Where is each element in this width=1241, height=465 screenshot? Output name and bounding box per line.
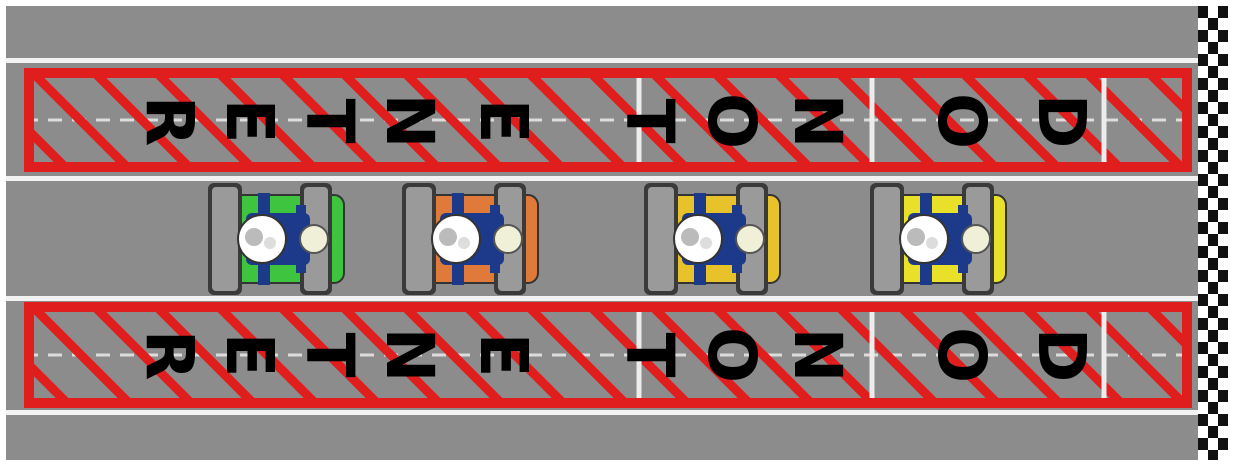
lane-line-top [6,58,1198,63]
lower-no-entry-zone: D O N O T E N T E R [24,302,1192,408]
upper-letter-e1: E [470,86,536,156]
lower-letter-e1: E [470,320,536,390]
lower-letter-o1: O [928,320,994,390]
lower-letter-r: R [136,320,202,390]
upper-letter-r: R [136,86,202,156]
yellow-kart-icon [866,183,1016,295]
green-kart-icon [204,183,354,295]
green-kart[interactable] [204,183,354,295]
checkered-finish-line [1198,6,1228,460]
lower-letter-t2: T [296,320,362,390]
lane-line-lower-mid [6,296,1198,301]
lane-line-upper-mid [6,176,1198,181]
orange-kart-icon [398,183,548,295]
lane-line-bottom [6,410,1198,415]
upper-letter-t2: T [296,86,362,156]
upper-banner-text: D O N O T E N T E R [24,68,1192,172]
upper-letter-t1: T [616,86,682,156]
lower-letter-n1: N [784,320,850,390]
orange-kart[interactable] [398,183,548,295]
upper-no-entry-zone: D O N O T E N T E R [24,68,1192,172]
gold-kart-icon [640,183,790,295]
lower-letter-e2: E [216,320,282,390]
upper-letter-n1: N [784,86,850,156]
yellow-kart[interactable] [866,183,1016,295]
upper-letter-e2: E [216,86,282,156]
lower-letter-o2: O [698,320,764,390]
lower-banner-text: D O N O T E N T E R [24,302,1192,408]
lower-letter-t1: T [616,320,682,390]
lower-letter-d: D [1028,320,1094,390]
lower-letter-n2: N [376,320,442,390]
upper-letter-n2: N [376,86,442,156]
gold-kart[interactable] [640,183,790,295]
upper-letter-o1: O [928,86,994,156]
upper-letter-o2: O [698,86,764,156]
upper-letter-d: D [1028,86,1094,156]
